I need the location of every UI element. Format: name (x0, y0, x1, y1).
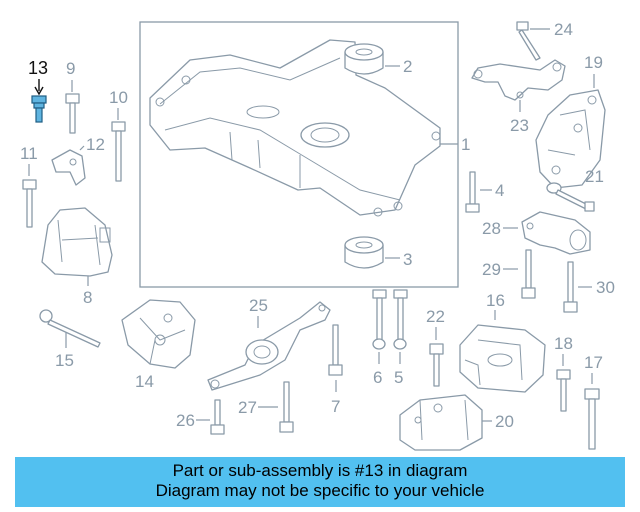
callout-19: 19 (584, 53, 603, 72)
bolt-part-6[interactable] (372, 289, 387, 350)
callout-28: 28 (482, 219, 501, 238)
callout-8: 8 (83, 288, 92, 307)
bracket-part-28[interactable] (521, 211, 591, 255)
callout-9: 9 (66, 59, 75, 78)
transmission-mount-part-16[interactable] (459, 324, 546, 393)
bushing-part-3[interactable] (344, 236, 384, 269)
bolt-part-30[interactable] (563, 261, 578, 313)
engine-mount-part-8[interactable] (41, 207, 113, 277)
callout-5: 5 (394, 368, 403, 387)
callout-18: 18 (554, 334, 573, 353)
callout-16: 16 (486, 291, 505, 310)
bushing-part-2[interactable] (344, 43, 384, 75)
highlighted-bolt-part-13[interactable] (31, 95, 47, 123)
callout-30: 30 (596, 278, 615, 297)
bolt-part-27[interactable] (279, 381, 294, 433)
bolt-part-11[interactable] (22, 179, 37, 228)
callout-24: 24 (554, 20, 573, 39)
bolt-part-17[interactable] (584, 388, 600, 450)
callout-7: 7 (331, 397, 340, 416)
callout-2: 2 (403, 57, 412, 76)
callout-3: 3 (403, 250, 412, 269)
callout-13: 13 (28, 58, 48, 78)
mount-bracket-part-14[interactable] (121, 299, 196, 369)
torque-arm-part-25[interactable] (207, 301, 331, 391)
bolt-part-9[interactable] (65, 93, 80, 134)
callout-11: 11 (20, 144, 38, 163)
callout-12: 12 (86, 135, 105, 154)
arm-part-23[interactable] (471, 59, 566, 101)
info-banner: Part or sub-assembly is #13 in diagram D… (15, 457, 625, 507)
bracket-part-12[interactable] (51, 149, 86, 186)
bolt-part-7[interactable] (328, 324, 343, 376)
long-bolt-part-15[interactable] (39, 309, 101, 348)
callout-1: 1 (461, 135, 470, 154)
subframe-part-1[interactable] (149, 39, 441, 217)
callout-4: 4 (495, 181, 504, 200)
bolt-part-29[interactable] (521, 249, 536, 299)
bolt-part-4[interactable] (465, 171, 480, 213)
mount-part-20[interactable] (399, 394, 483, 451)
bolt-part-10[interactable] (111, 121, 126, 182)
subframe-frame-box (139, 21, 459, 288)
callout-23: 23 (510, 116, 529, 135)
callout-25: 25 (249, 296, 268, 315)
callout-15: 15 (55, 351, 74, 370)
callout-14: 14 (135, 372, 154, 391)
callout-10: 10 (109, 88, 128, 107)
bolt-part-24[interactable] (516, 21, 541, 61)
callout-26: 26 (176, 411, 195, 430)
callout-29: 29 (482, 260, 501, 279)
bolt-part-22[interactable] (429, 343, 444, 387)
callout-20: 20 (495, 412, 514, 431)
callout-6: 6 (373, 368, 382, 387)
bolt-part-26[interactable] (210, 399, 225, 435)
banner-line-2: Diagram may not be specific to your vehi… (155, 481, 485, 500)
callout-27: 27 (238, 398, 257, 417)
banner-line-1: Part or sub-assembly is #13 in diagram (172, 461, 468, 480)
bracket-part-19[interactable] (535, 89, 606, 189)
callout-21: 21 (585, 167, 604, 186)
bolt-part-21[interactable] (546, 182, 595, 212)
bolt-part-18[interactable] (556, 369, 571, 412)
bolt-part-5[interactable] (393, 289, 408, 350)
callout-22: 22 (426, 307, 445, 326)
callout-17: 17 (584, 353, 603, 372)
